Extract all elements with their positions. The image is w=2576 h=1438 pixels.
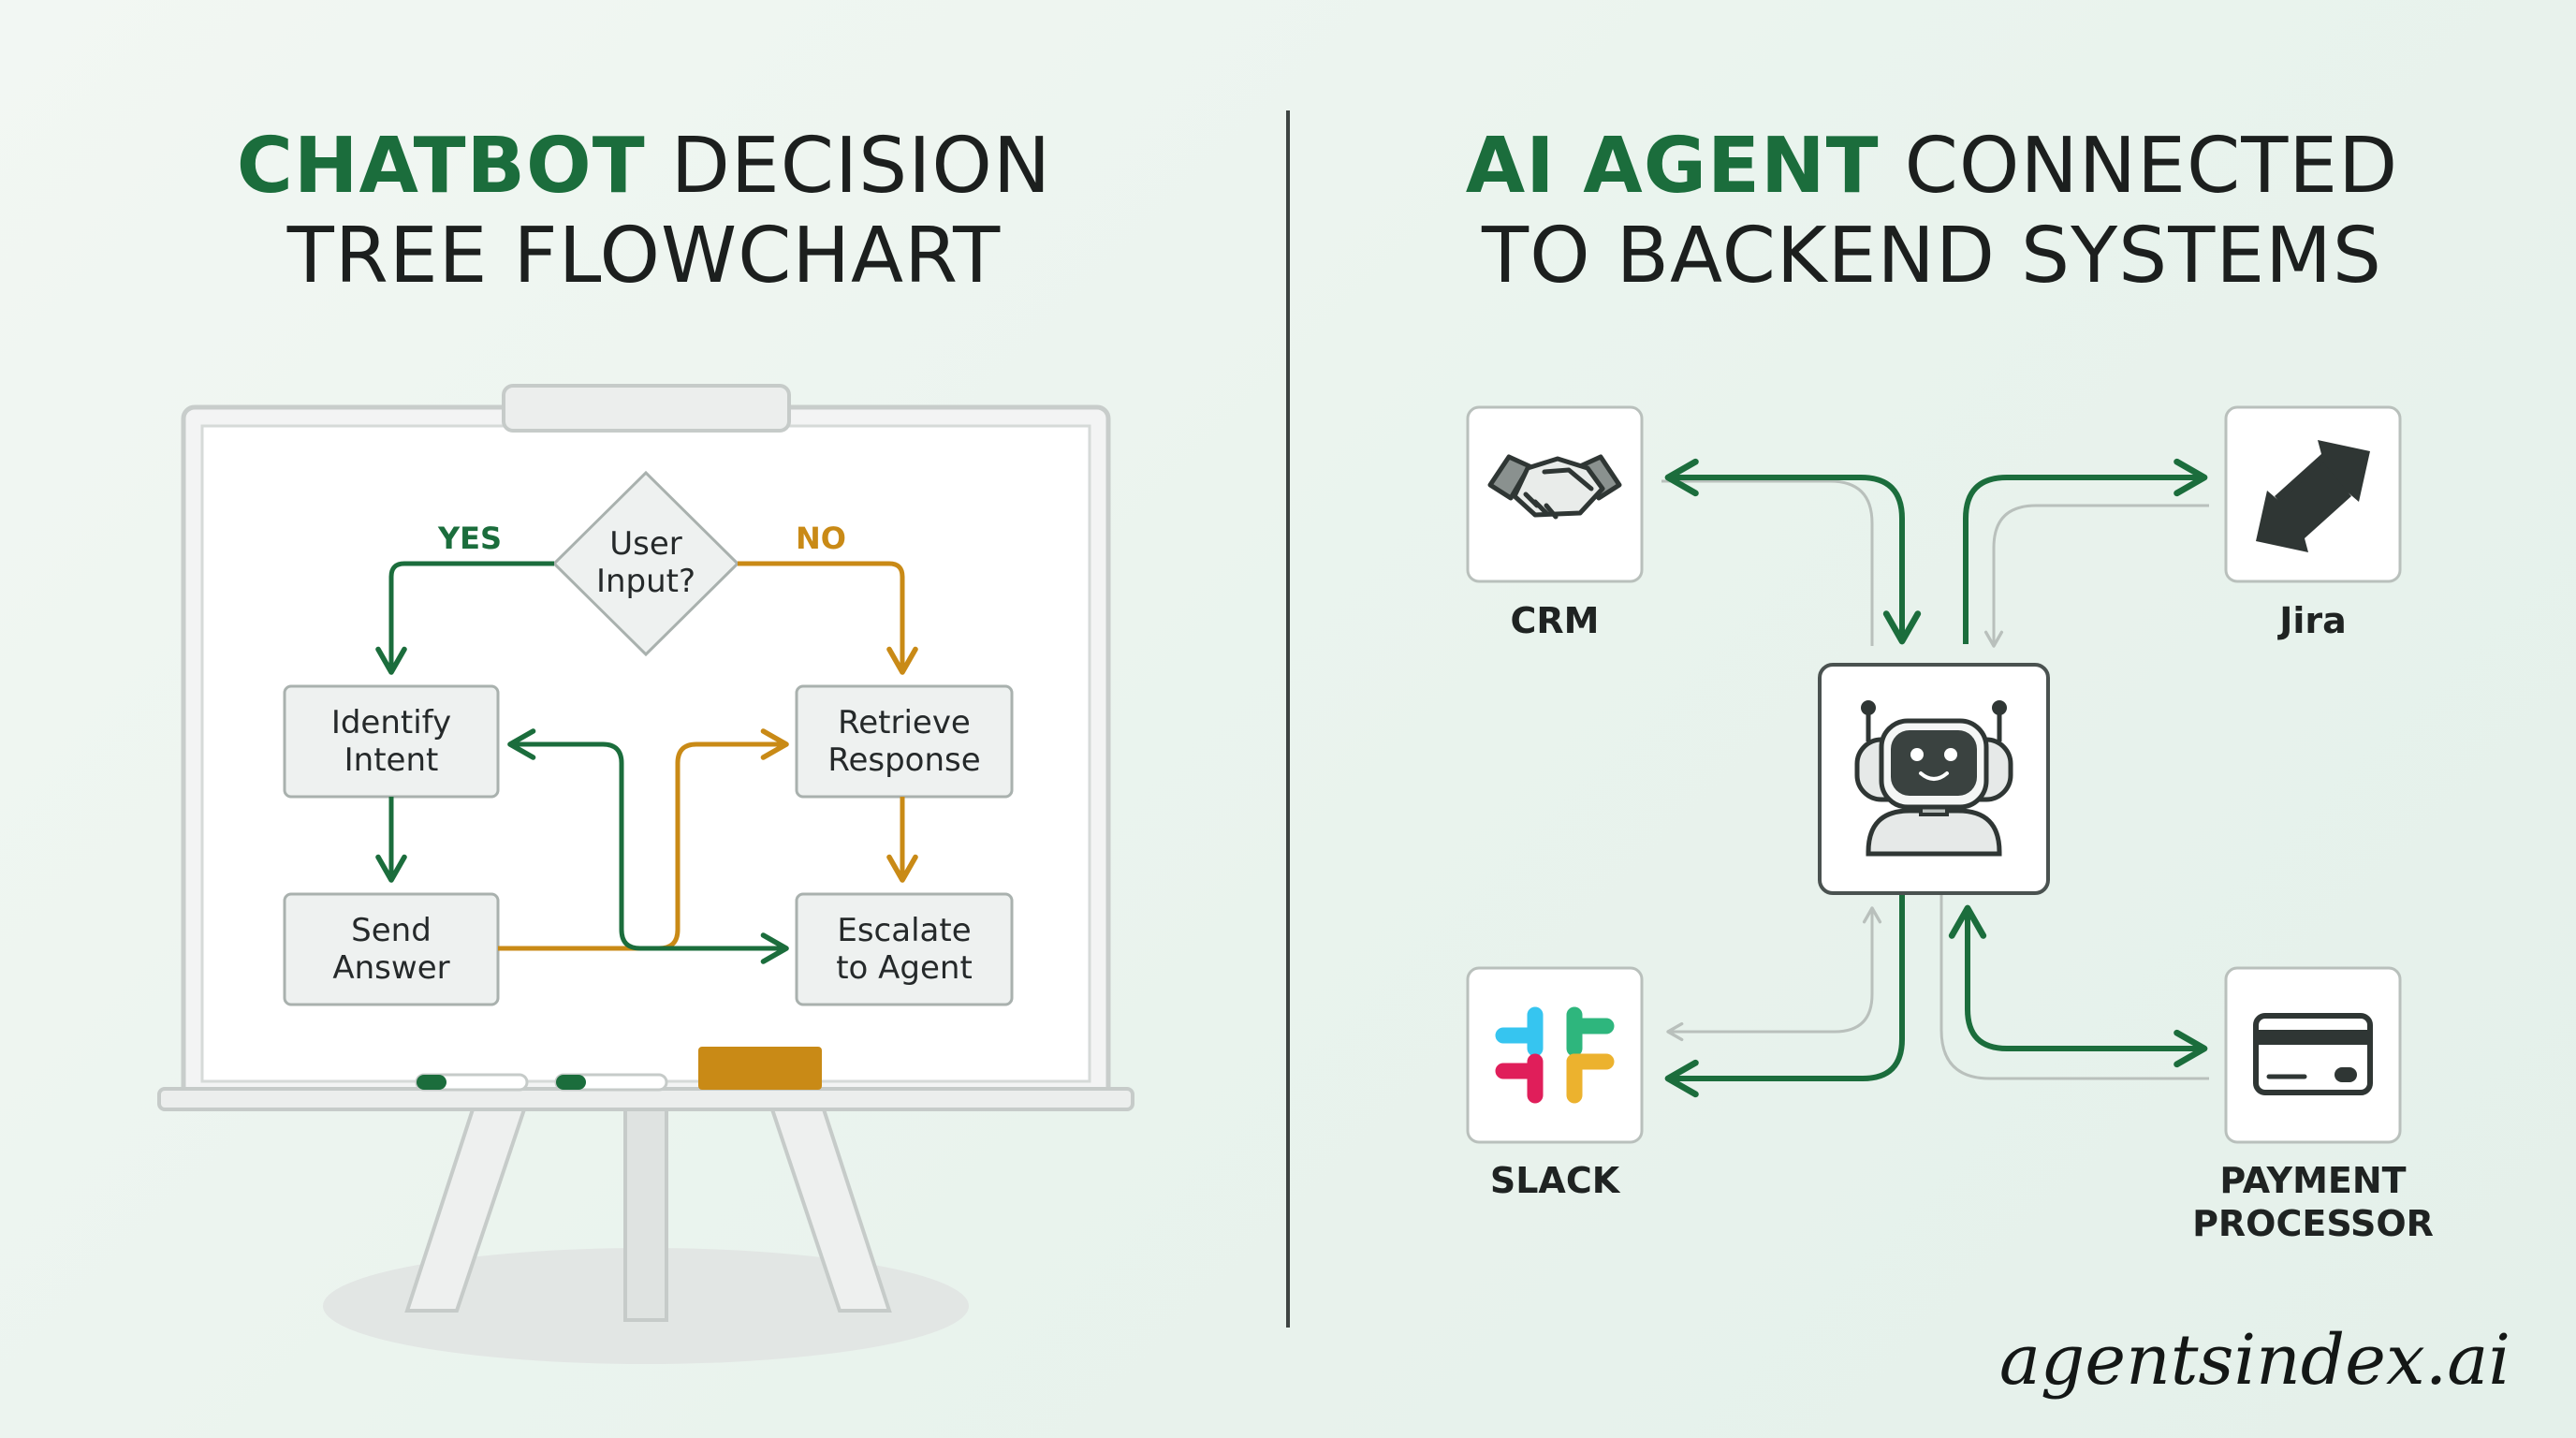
send-line1: Send bbox=[351, 912, 432, 949]
identify-line1: Identify bbox=[330, 704, 452, 741]
right-title-accent: AI AGENT bbox=[1465, 122, 1880, 211]
jira-node bbox=[2224, 405, 2402, 583]
decision-diamond bbox=[551, 470, 740, 657]
flowchart bbox=[283, 470, 1014, 1006]
ai-agent-node bbox=[1818, 663, 2050, 895]
yes-arrow bbox=[375, 561, 554, 675]
brand-wordmark[interactable]: agentsindex.ai bbox=[1998, 1320, 2510, 1401]
escalate-line1: Escalate bbox=[837, 912, 972, 949]
identify-intent-label: Identify Intent bbox=[285, 704, 498, 779]
payment-line2: PROCESSOR bbox=[2192, 1203, 2434, 1244]
left-title-line2: TREE FLOWCHART bbox=[286, 212, 1002, 301]
right-title-line2: TO BACKEND SYSTEMS bbox=[1482, 212, 2382, 301]
no-label: NO bbox=[796, 521, 846, 556]
payment-grey-line bbox=[1939, 894, 2209, 1080]
slack-grey-arrow bbox=[1666, 906, 1882, 1042]
retrieve-line2: Response bbox=[827, 741, 981, 779]
jira-grey-arrow bbox=[1983, 504, 2209, 648]
left-title: CHATBOT DECISION TREE FLOWCHART bbox=[0, 122, 1288, 301]
identify-line2: Intent bbox=[344, 741, 439, 779]
crm-green-arrow bbox=[1664, 458, 1922, 645]
send-line2: Answer bbox=[332, 949, 450, 987]
escalate-agent-box bbox=[795, 892, 1014, 1006]
slack-logo-icon bbox=[1495, 1006, 1615, 1104]
retrieve-response-label: Retrieve Response bbox=[797, 704, 1012, 779]
whiteboard-eraser bbox=[698, 1047, 822, 1090]
handshake-icon bbox=[1487, 454, 1622, 520]
send-answer-label: Send Answer bbox=[285, 912, 498, 987]
credit-card-icon bbox=[2253, 1013, 2373, 1095]
slack-caption: SLACK bbox=[1489, 1160, 1620, 1201]
slack-green-arrow bbox=[1664, 894, 1905, 1098]
whiteboard-top-clip bbox=[502, 384, 791, 433]
crm-caption: CRM bbox=[1510, 600, 1600, 641]
decision-line2: Input? bbox=[595, 563, 696, 600]
robot-icon bbox=[1854, 700, 2013, 857]
right-title: AI AGENT CONNECTED TO BACKEND SYSTEMS bbox=[1288, 122, 2576, 301]
escalate-line2: to Agent bbox=[836, 949, 973, 987]
left-title-rest: DECISION bbox=[670, 122, 1052, 211]
jira-caption: Jira bbox=[2279, 600, 2347, 641]
vertical-divider bbox=[1286, 110, 1290, 1328]
slack-node bbox=[1466, 966, 1644, 1144]
marker-pen-2 bbox=[554, 1073, 668, 1092]
payment-green-arrow bbox=[1948, 904, 2208, 1068]
marker-pen-1 bbox=[415, 1073, 529, 1092]
swap-arrows-icon bbox=[2256, 440, 2370, 552]
no-arrow bbox=[738, 561, 918, 675]
whiteboard-tray bbox=[157, 1087, 1134, 1111]
escalate-agent-label: Escalate to Agent bbox=[797, 912, 1012, 987]
decision-line1: User bbox=[609, 525, 682, 563]
left-title-accent: CHATBOT bbox=[236, 122, 646, 211]
crm-grey-line bbox=[1661, 479, 1874, 646]
jira-green-arrow bbox=[1963, 458, 2208, 644]
easel-leg-center bbox=[623, 1108, 668, 1322]
right-title-rest: CONNECTED bbox=[1904, 122, 2399, 211]
decision-label: User Input? bbox=[554, 525, 738, 600]
crm-node bbox=[1466, 405, 1644, 583]
retrieve-line1: Retrieve bbox=[838, 704, 971, 741]
payment-caption: PAYMENT PROCESSOR bbox=[2173, 1159, 2453, 1245]
payment-line1: PAYMENT bbox=[2219, 1160, 2407, 1201]
yes-label: YES bbox=[438, 521, 503, 556]
agent-connections bbox=[1661, 458, 2209, 1098]
payment-node bbox=[2224, 966, 2402, 1144]
identify-escalate-loop-arrow bbox=[507, 728, 789, 964]
